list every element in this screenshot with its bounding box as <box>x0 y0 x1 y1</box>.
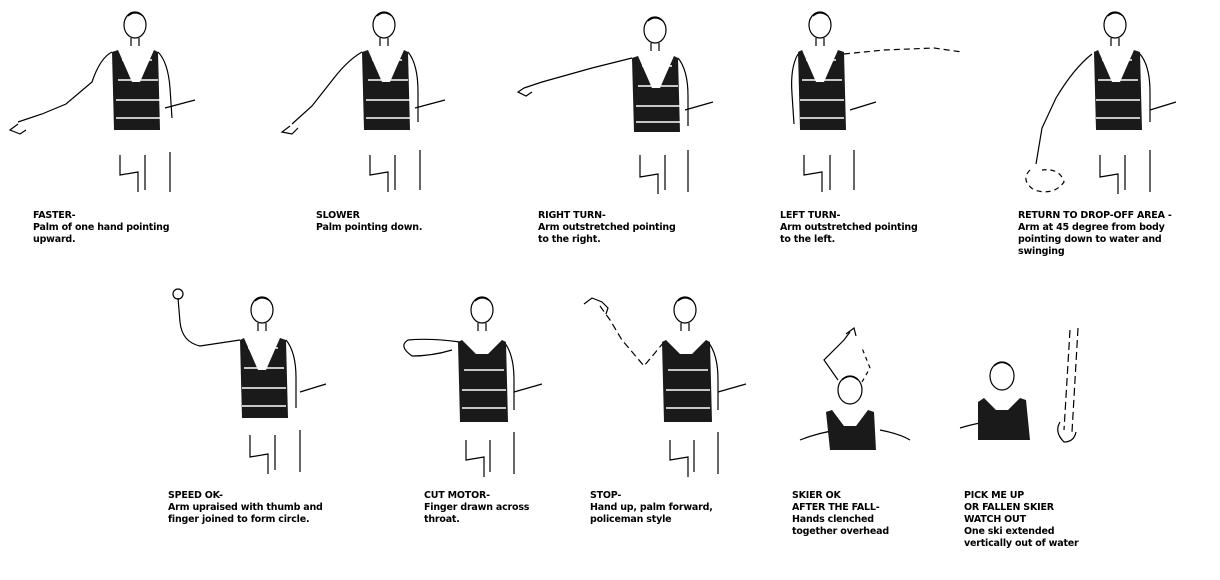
speed-ok-caption: SPEED OK- Arm upraised with thumb and fi… <box>168 490 323 526</box>
left-turn-desc-1: Arm outstretched pointing <box>780 222 918 234</box>
faster-figure-illustration <box>0 0 220 200</box>
slower-desc-1: Palm pointing down. <box>316 222 422 234</box>
right-turn-desc-2: to the right. <box>538 234 676 246</box>
slower-title: SLOWER <box>316 210 422 222</box>
speed-ok-figure-illustration <box>150 280 350 480</box>
cut-motor-figure-illustration <box>390 280 570 480</box>
pick-me-up-desc-3: One ski extended <box>964 526 1079 538</box>
pick-me-up-caption: PICK ME UP OR FALLEN SKIER WATCH OUT One… <box>964 490 1079 550</box>
skier-ok-figure-illustration <box>780 320 920 470</box>
stop-caption: STOP- Hand up, palm forward, policeman s… <box>590 490 713 526</box>
cut-motor-desc-2: throat. <box>424 514 529 526</box>
return-to-drop-off-title: RETURN TO DROP-OFF AREA - <box>1018 210 1172 222</box>
skier-ok-title: SKIER OK <box>792 490 889 502</box>
slower-figure-illustration <box>260 0 460 200</box>
pick-me-up-desc-4: vertically out of water <box>964 538 1079 550</box>
speed-ok-title: SPEED OK- <box>168 490 323 502</box>
stop-desc-1: Hand up, palm forward, <box>590 502 713 514</box>
faster-desc-2: upward. <box>33 234 169 246</box>
skier-ok-desc-3: together overhead <box>792 526 889 538</box>
right-turn-caption: RIGHT TURN- Arm outstretched pointing to… <box>538 210 676 246</box>
return-to-drop-off-caption: RETURN TO DROP-OFF AREA - Arm at 45 degr… <box>1018 210 1172 258</box>
right-turn-desc-1: Arm outstretched pointing <box>538 222 676 234</box>
pick-me-up-title: PICK ME UP <box>964 490 1079 502</box>
speed-ok-desc-2: finger joined to form circle. <box>168 514 323 526</box>
cut-motor-desc-1: Finger drawn across <box>424 502 529 514</box>
cut-motor-caption: CUT MOTOR- Finger drawn across throat. <box>424 490 529 526</box>
skier-ok-caption: SKIER OK AFTER THE FALL- Hands clenched … <box>792 490 889 538</box>
pick-me-up-desc-1: OR FALLEN SKIER <box>964 502 1079 514</box>
return-to-drop-off-desc-3: swinging <box>1018 246 1172 258</box>
left-turn-desc-2: to the left. <box>780 234 918 246</box>
faster-desc-1: Palm of one hand pointing <box>33 222 169 234</box>
right-turn-title: RIGHT TURN- <box>538 210 676 222</box>
pick-me-up-desc-2: WATCH OUT <box>964 514 1079 526</box>
cut-motor-title: CUT MOTOR- <box>424 490 529 502</box>
skier-ok-desc-1: AFTER THE FALL- <box>792 502 889 514</box>
pick-me-up-figure-illustration <box>950 310 1100 460</box>
skier-ok-desc-2: Hands clenched <box>792 514 889 526</box>
return-to-drop-off-desc-2: pointing down to water and <box>1018 234 1172 246</box>
left-turn-title: LEFT TURN- <box>780 210 918 222</box>
faster-caption: FASTER- Palm of one hand pointing upward… <box>33 210 169 246</box>
right-turn-figure-illustration <box>510 0 740 200</box>
left-turn-figure-illustration <box>770 0 980 200</box>
stop-title: STOP- <box>590 490 713 502</box>
slower-caption: SLOWER Palm pointing down. <box>316 210 422 234</box>
stop-desc-2: policeman style <box>590 514 713 526</box>
faster-title: FASTER- <box>33 210 169 222</box>
speed-ok-desc-1: Arm upraised with thumb and <box>168 502 323 514</box>
return-to-drop-off-desc-1: Arm at 45 degree from body <box>1018 222 1172 234</box>
return-to-drop-off-figure-illustration <box>1000 0 1210 200</box>
stop-figure-illustration <box>570 280 770 480</box>
left-turn-caption: LEFT TURN- Arm outstretched pointing to … <box>780 210 918 246</box>
